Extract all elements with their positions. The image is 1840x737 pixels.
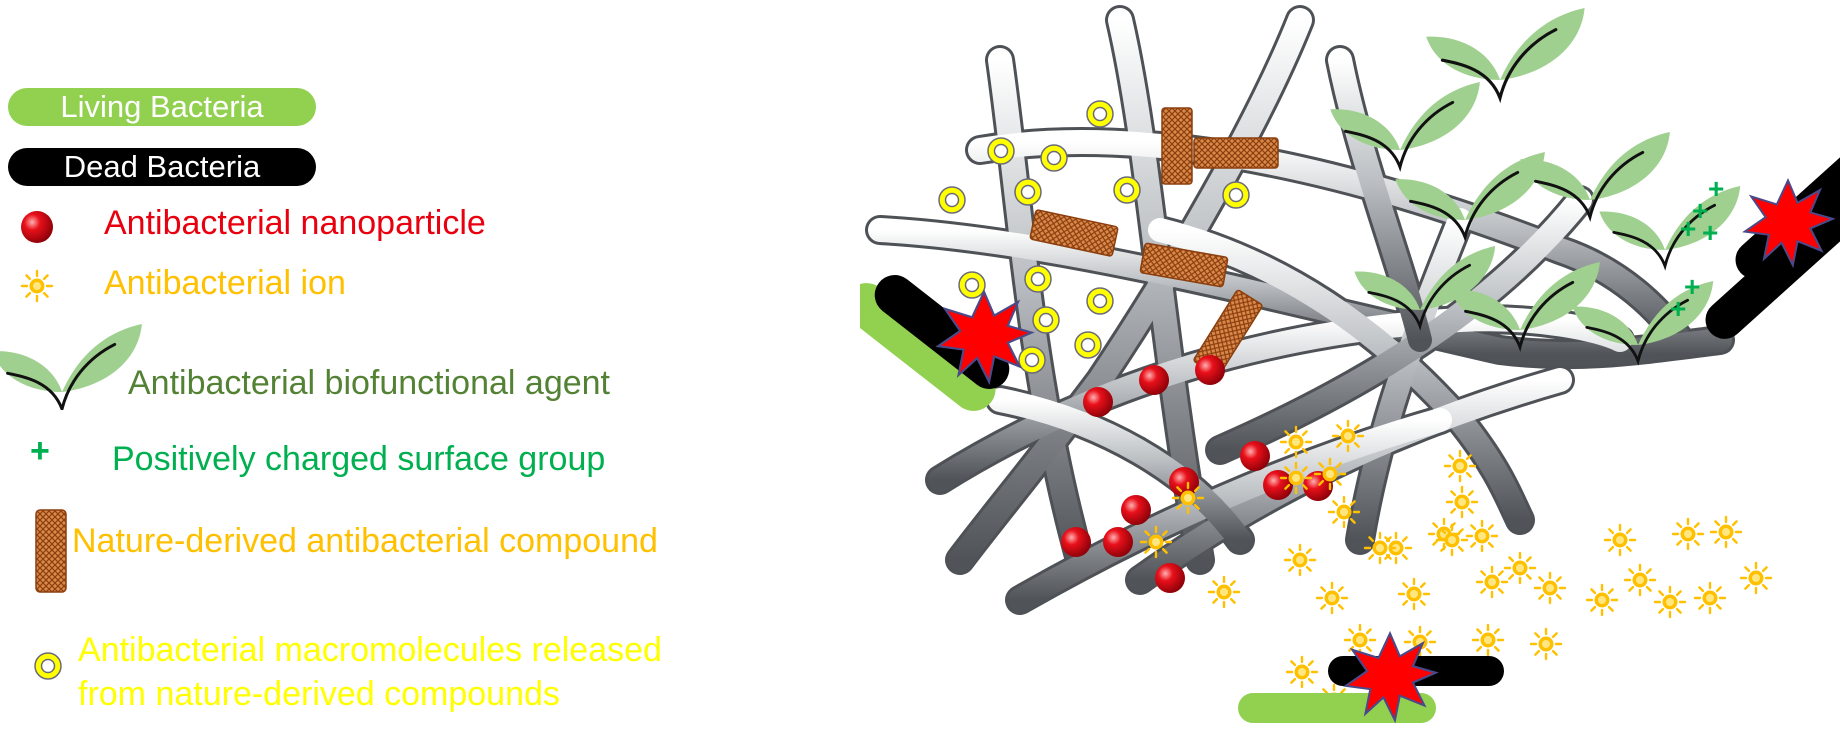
red-sphere-icon	[1195, 355, 1225, 385]
nature-compound-rods	[1029, 107, 1279, 377]
legend-panel: Living Bacteria Dead Bacteria Antibacter…	[0, 0, 760, 737]
living-bacteria-label: Living Bacteria	[60, 89, 264, 124]
red-sphere-icon	[1155, 563, 1185, 593]
plus-icon: +	[1680, 213, 1696, 244]
sun-icon	[20, 269, 54, 303]
red-sphere-icon	[1240, 441, 1270, 471]
sun-icon	[1171, 481, 1205, 515]
ring-icon	[1018, 346, 1046, 374]
plus-icon: +	[1708, 173, 1724, 204]
leaf-icon	[1518, 130, 1672, 219]
nature-compound-label: Nature-derived antibacterial compound	[72, 522, 658, 560]
fiber-scaffold-scene: + + + + + +	[860, 5, 1840, 723]
sun-icon	[1585, 583, 1619, 617]
sun-icon	[1653, 585, 1687, 619]
sun-icon	[1279, 425, 1313, 459]
plus-icon: +	[1692, 195, 1708, 226]
mesh-rod	[1193, 137, 1279, 169]
mesh-rod	[1029, 209, 1119, 257]
sun-icon	[1313, 457, 1347, 491]
ring-icon	[987, 137, 1015, 165]
sun-icon	[1363, 531, 1397, 565]
sun-icon	[1139, 525, 1173, 559]
living-bacterium	[860, 283, 996, 411]
sun-icon	[1739, 561, 1773, 595]
plus-icon: +	[1684, 271, 1700, 302]
sun-icon	[1465, 519, 1499, 553]
ring-icon	[938, 186, 966, 214]
sun-icon	[1623, 563, 1657, 597]
red-sphere-icon	[21, 211, 53, 243]
plus-icon: +	[1670, 293, 1686, 324]
positive-group-label: Positively charged surface group	[112, 440, 606, 478]
ion-label: Antibacterial ion	[104, 264, 346, 302]
nanoparticle-label: Antibacterial nanoparticle	[104, 204, 486, 242]
sun-icon	[1475, 565, 1509, 599]
plus-icon: +	[30, 432, 50, 470]
macromolecules-label-line2: from nature-derived compounds	[78, 675, 560, 713]
red-sphere-icon	[1083, 387, 1113, 417]
sun-icon	[1285, 655, 1319, 689]
mesh-rod	[1161, 107, 1193, 185]
sun-icon	[1331, 419, 1365, 453]
ring-icon	[1014, 178, 1042, 206]
sun-icon	[1471, 623, 1505, 657]
leaf-icon	[1424, 6, 1587, 100]
ring-icon	[958, 271, 986, 299]
sun-icon	[1279, 461, 1313, 495]
mesh-rod-icon	[35, 509, 67, 593]
ring-icon	[1222, 181, 1250, 209]
ring-icon	[1086, 287, 1114, 315]
plus-icon: +	[1702, 217, 1718, 248]
sun-icon	[1283, 543, 1317, 577]
sun-icon	[1503, 551, 1537, 585]
sun-icon	[1327, 495, 1361, 529]
sun-icon	[1529, 627, 1563, 661]
sun-icon	[1671, 517, 1705, 551]
sun-icon	[1533, 571, 1567, 605]
ring-icon	[1086, 100, 1114, 128]
ring-icon	[1024, 265, 1052, 293]
bacteria-right: + + + + + +	[1670, 139, 1840, 339]
sun-icon	[1693, 581, 1727, 615]
red-sphere-icon	[1139, 365, 1169, 395]
ring-icon	[34, 652, 62, 680]
sun-icon	[1443, 449, 1477, 483]
sun-icon	[1397, 577, 1431, 611]
ring-icon	[1032, 306, 1060, 334]
sun-icon	[1343, 623, 1377, 657]
macromolecules-label-line1: Antibacterial macromolecules released	[78, 631, 662, 669]
red-sphere-icon	[1121, 495, 1151, 525]
ring-icon	[1074, 331, 1102, 359]
sun-icon	[1315, 581, 1349, 615]
red-sphere-icon	[1103, 527, 1133, 557]
red-sphere-icon	[1061, 527, 1091, 557]
sun-icon	[1207, 575, 1241, 609]
ring-icon	[1113, 176, 1141, 204]
sun-icon	[1603, 523, 1637, 557]
mesh-rod	[1139, 242, 1229, 288]
ring-icon	[1040, 144, 1068, 172]
bacteria-left	[860, 275, 1033, 411]
biofunctional-label: Antibacterial biofunctional agent	[128, 364, 610, 402]
macromolecules-label: Antibacterial macromolecules released fr…	[78, 628, 662, 716]
dead-bacterium	[1705, 199, 1840, 339]
dead-bacteria-pill: Dead Bacteria	[8, 148, 316, 186]
sun-icon	[1435, 523, 1469, 557]
sun-icon	[1445, 485, 1479, 519]
bacteria-bottom	[1238, 632, 1504, 723]
dead-bacteria-label: Dead Bacteria	[63, 149, 261, 184]
living-bacteria-pill: Living Bacteria	[8, 88, 316, 126]
sun-icon	[1709, 515, 1743, 549]
